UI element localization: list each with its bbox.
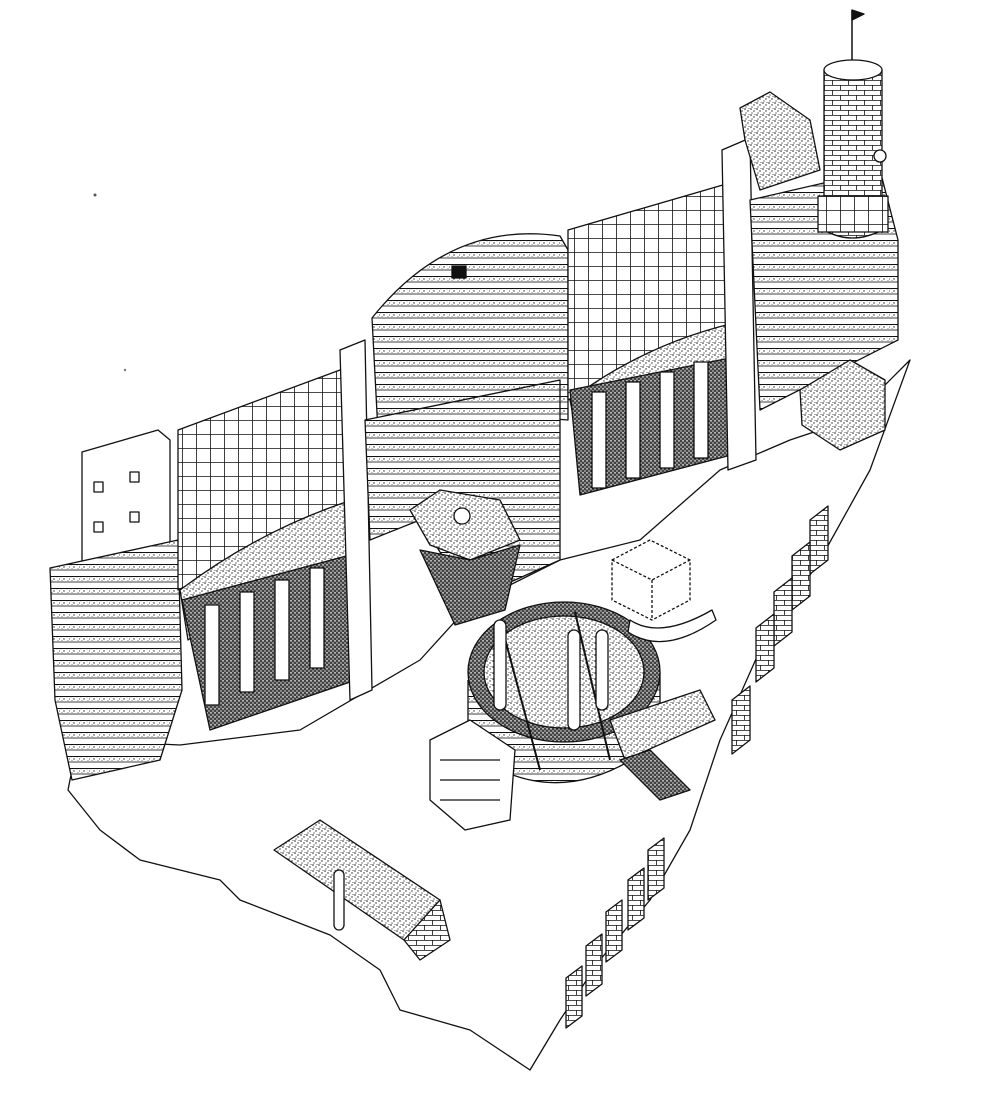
- tower-cap: [823, 59, 883, 81]
- rotunda-columns: [493, 619, 609, 731]
- wireframe-pavilion: [611, 539, 691, 621]
- central-entrance-block: [409, 489, 521, 561]
- tower-porthole: [873, 149, 887, 163]
- paper-speck: [123, 368, 127, 372]
- edge-wall-fins: [565, 505, 829, 1029]
- rotunda-side-stair: [429, 719, 516, 831]
- curved-ramp: [627, 609, 717, 643]
- central-facade-window: [451, 265, 467, 279]
- paper-speck: [93, 193, 97, 197]
- ramp-northeast: [609, 689, 716, 761]
- central-oculus: [453, 507, 471, 525]
- central-pier-left: [339, 339, 373, 701]
- left-wing-banded-facade: [49, 539, 183, 781]
- right-pier: [721, 137, 757, 471]
- ramp-southeast: [619, 749, 691, 801]
- tower-flag: [851, 9, 865, 21]
- left-block-windows: [93, 471, 140, 533]
- left-wing-pillars: [204, 567, 325, 706]
- right-wing-pillars: [591, 361, 709, 489]
- roof-slope: [739, 91, 821, 191]
- court-column: [333, 869, 345, 931]
- court-steps: [403, 899, 451, 961]
- central-entrance-shadow: [419, 544, 521, 626]
- tower-balcony: [817, 195, 889, 233]
- right-projecting-bay: [799, 359, 886, 451]
